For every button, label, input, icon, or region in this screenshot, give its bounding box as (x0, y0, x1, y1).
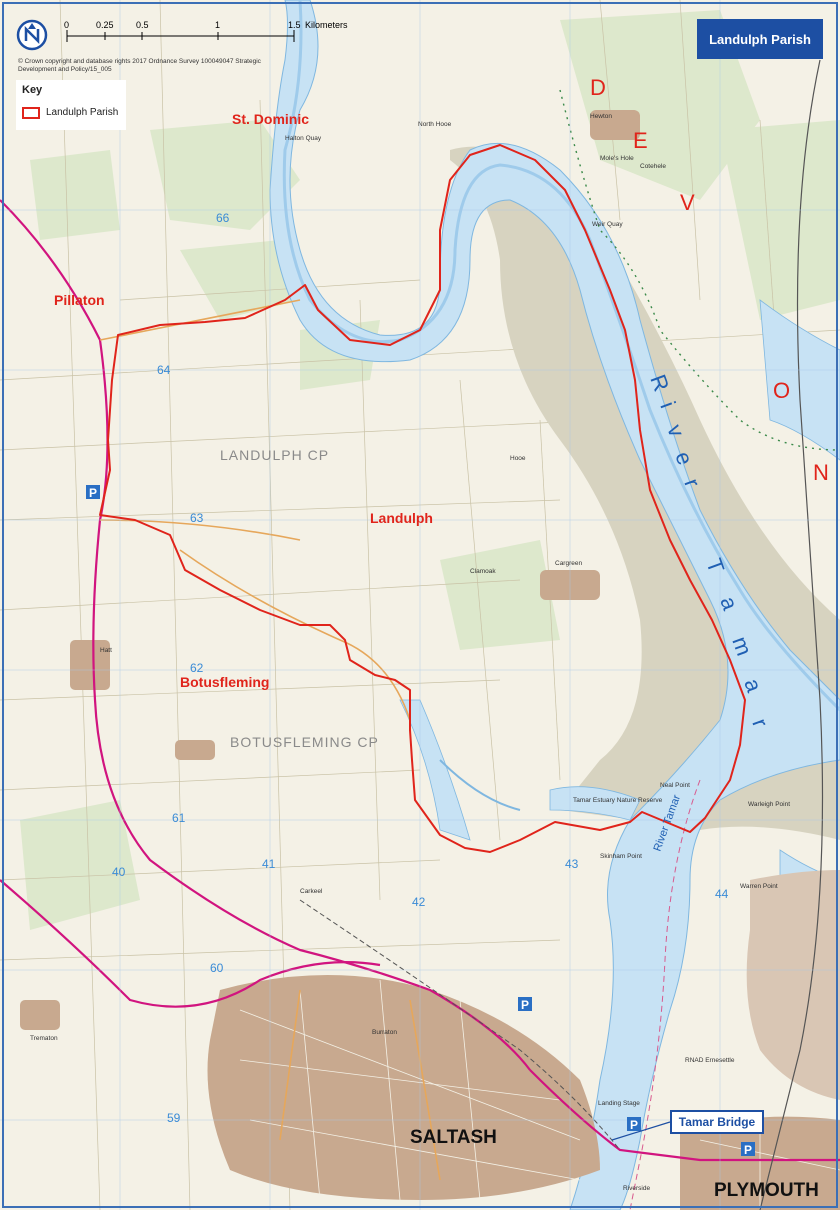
devon-letter: O (773, 378, 792, 403)
copyright-notice: © Crown copyright and database rights 20… (18, 58, 278, 74)
small-label: Neal Point (660, 782, 690, 789)
tamar-bridge-callout: Tamar Bridge (670, 1110, 764, 1134)
small-label: Clamoak (470, 568, 496, 575)
devon-letter: E (633, 128, 650, 153)
small-label: Hooe (510, 455, 526, 462)
grid-number: 44 (715, 887, 729, 901)
small-label: Burraton (372, 1029, 397, 1036)
scale-tick: 0.5 (136, 20, 149, 30)
grid-number: 43 (565, 857, 579, 871)
devon-letter: V (680, 190, 697, 215)
grid-number: 40 (112, 865, 126, 879)
devon-letter: D (590, 75, 608, 100)
small-label: Trematon (30, 1035, 58, 1042)
label-landulph-cp: LANDULPH CP (220, 447, 329, 463)
parking-icon: P (744, 1143, 752, 1157)
grid-number: 61 (172, 811, 186, 825)
small-label: Riverside (623, 1185, 650, 1192)
small-label: Tamar Estuary Nature Reserve (573, 797, 663, 804)
parking-icon: P (630, 1118, 638, 1132)
map-key: Key Landulph Parish (16, 80, 126, 130)
grid-number: 63 (190, 511, 204, 525)
small-label: Hewton (590, 113, 612, 120)
map-title: Landulph Parish (697, 19, 823, 59)
grid-number: 41 (262, 857, 276, 871)
small-label: Halton Quay (285, 135, 322, 142)
key-swatch (22, 107, 40, 119)
scale-unit: Kilometers (305, 20, 348, 30)
small-label: Cotehele (640, 163, 666, 170)
small-label: North Hooe (418, 121, 452, 128)
small-label: Skinham Point (600, 853, 642, 860)
label-saltash: SALTASH (410, 1127, 497, 1148)
label-plymouth: PLYMOUTH (714, 1180, 819, 1201)
small-label: RNAD Ernesettle (685, 1057, 735, 1064)
scale-tick: 0.25 (96, 20, 114, 30)
parking-icon: P (521, 998, 529, 1012)
key-label: Landulph Parish (46, 107, 118, 118)
small-label: Mole's Hole (600, 155, 634, 162)
north-arrow-icon (16, 19, 48, 51)
grid-number: 60 (210, 961, 224, 975)
scale-tick: 1 (215, 20, 220, 30)
grid-number: 62 (190, 661, 204, 675)
scale-tick: 0 (64, 20, 69, 30)
grid-number: 64 (157, 363, 171, 377)
devon-letter: N (813, 460, 831, 485)
key-heading: Key (22, 84, 42, 96)
label-pillaton: Pillaton (54, 292, 105, 308)
small-label: Hatt (100, 647, 112, 654)
scale-tick: 1.5 (288, 20, 301, 30)
small-label: Carkeel (300, 888, 323, 895)
label-landulph: Landulph (370, 510, 433, 526)
label-botusfleming: Botusfleming (180, 674, 269, 690)
scale-bar: 0 0.25 0.5 1 1.5 Kilometers (62, 14, 362, 54)
grid-number: 59 (167, 1111, 181, 1125)
label-botusfleming-cp: BOTUSFLEMING CP (230, 734, 379, 750)
grid-number: 66 (216, 211, 230, 225)
small-label: Warren Point (740, 883, 778, 890)
parking-icon: P (89, 486, 97, 500)
grid-number: 42 (412, 895, 426, 909)
label-st-dominic: St. Dominic (232, 111, 309, 127)
small-label: Weir Quay (592, 221, 623, 228)
small-label: Warleigh Point (748, 801, 790, 808)
small-label: Landing Stage (598, 1100, 640, 1107)
small-label: Cargreen (555, 560, 582, 567)
